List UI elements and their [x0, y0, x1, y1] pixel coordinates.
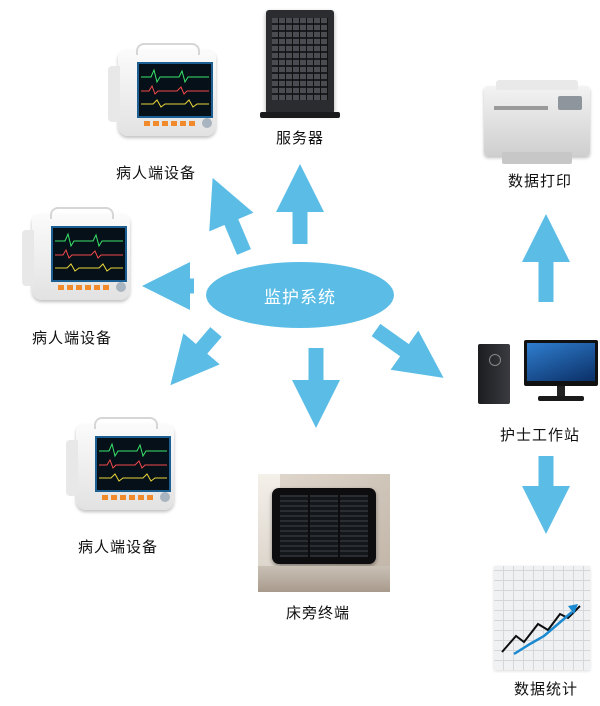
- data-print-label: 数据打印: [507, 172, 573, 190]
- patient-monitor-icon: [66, 417, 174, 510]
- laser-printer-icon: [484, 80, 590, 164]
- patient-device-1-label: 病人端设备: [115, 164, 197, 182]
- monitoring-system-hub: 监护系统: [206, 262, 394, 328]
- bedside-terminal-label: 床旁终端: [285, 604, 351, 622]
- patient-monitor-icon: [22, 207, 130, 300]
- patient-monitor-icon: [108, 43, 216, 136]
- line-chart-icon: [494, 566, 590, 670]
- server-label: 服务器: [275, 129, 325, 147]
- hub-label: 监护系统: [264, 288, 336, 308]
- workstation-monitor-icon: [524, 340, 598, 401]
- arrow-to-nurse-station: [371, 323, 444, 378]
- nurse-station-label: 护士工作站: [499, 426, 581, 444]
- data-statistics-label: 数据统计: [513, 680, 579, 698]
- server-tower-icon: [260, 10, 340, 118]
- arrow-to-patient-3: [170, 327, 222, 386]
- patient-device-3-label: 病人端设备: [77, 538, 159, 556]
- arrow-to-patient-1: [209, 177, 254, 255]
- patient-device-2-label: 病人端设备: [31, 329, 113, 347]
- desktop-workstation-icon: [478, 344, 510, 404]
- bedside-tablet-icon: [258, 474, 390, 592]
